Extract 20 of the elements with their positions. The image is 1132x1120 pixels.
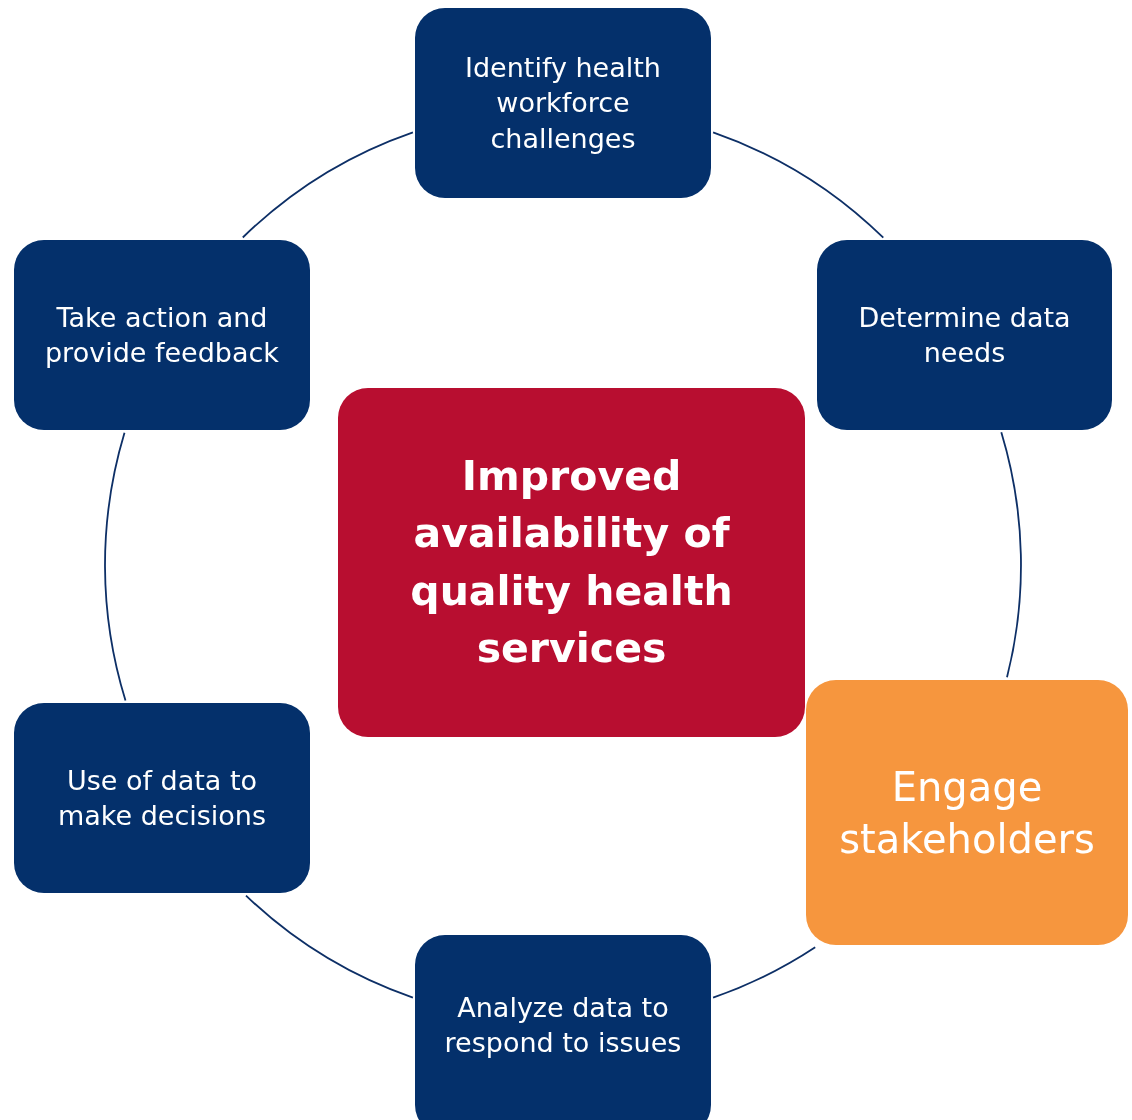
process-box <box>14 240 310 430</box>
highlight-box <box>806 680 1128 945</box>
process-box <box>415 8 711 198</box>
node-label: Identify health workforce challenges <box>464 51 662 156</box>
node-label: Engage stakeholders <box>838 762 1096 864</box>
process-box <box>14 703 310 893</box>
cycle-connector <box>241 131 414 239</box>
cycle-connector <box>104 431 127 702</box>
process-box <box>415 935 711 1120</box>
node-label: Improved availability of quality health services <box>409 450 734 674</box>
cycle-connector <box>712 946 817 999</box>
node-label: Use of data to make decisions <box>56 763 268 833</box>
process-box <box>817 240 1112 430</box>
cycle-connector <box>712 131 885 239</box>
cycle-connector <box>245 894 414 999</box>
node-label: Take action and provide feedback <box>44 300 280 370</box>
goal-box <box>338 388 805 737</box>
cycle-connector <box>1000 431 1022 679</box>
node-label: Determine data needs <box>857 300 1072 370</box>
node-label: Analyze data to respond to issues <box>443 991 683 1061</box>
